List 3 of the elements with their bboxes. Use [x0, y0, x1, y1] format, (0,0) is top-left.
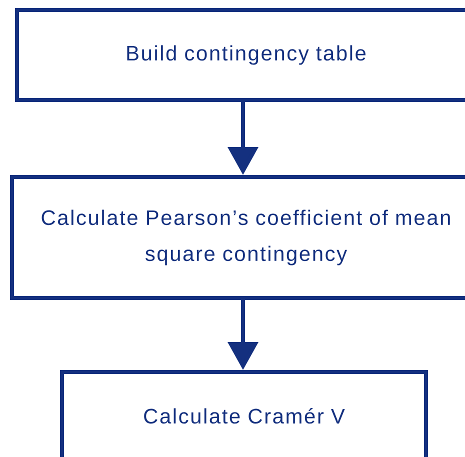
- process-box: Calculate Cramér V: [60, 370, 428, 457]
- process-box: Calculate Pearson’s coefficient of mean square contingency: [10, 175, 465, 300]
- process-box: Build contingency table: [15, 8, 465, 102]
